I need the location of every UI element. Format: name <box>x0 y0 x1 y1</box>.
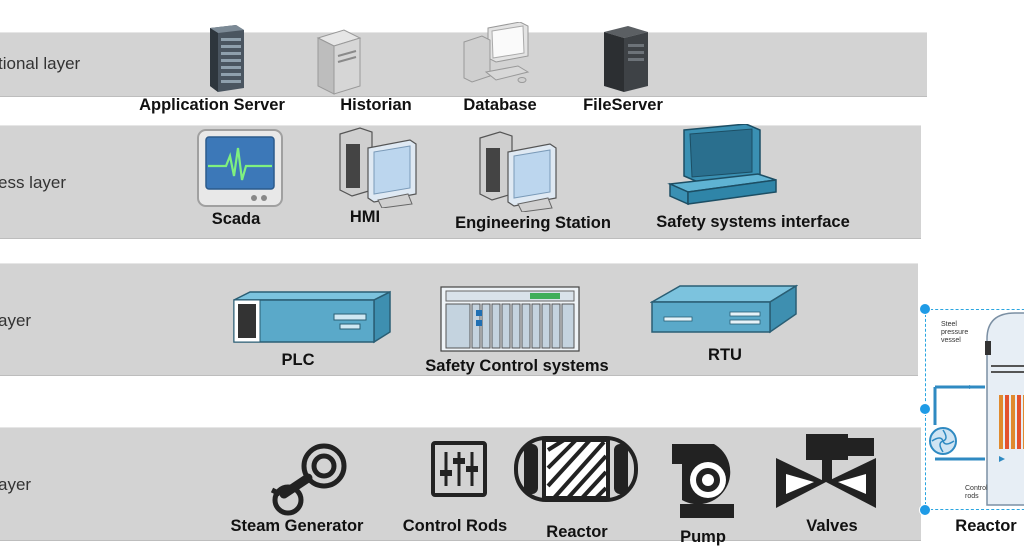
engineering-station-node[interactable] <box>478 128 560 212</box>
plc-chassis-icon <box>233 290 391 344</box>
valves-node[interactable] <box>772 432 880 514</box>
terminal-computer-icon <box>667 124 777 206</box>
reactor-image-label: Reactor <box>955 517 1017 535</box>
scada-node[interactable] <box>196 128 284 210</box>
workstation-icon <box>479 131 557 212</box>
workstation-icon <box>339 127 417 208</box>
safety-control-systems-node[interactable] <box>440 286 580 352</box>
database-node[interactable] <box>462 22 530 88</box>
scada-label: Scada <box>211 210 261 228</box>
operational-layer-label: tional layer <box>0 54 81 73</box>
reactor-vessel-icon <box>514 436 638 502</box>
steam-logo-icon <box>270 443 347 516</box>
plc-label: PLC <box>281 351 315 369</box>
hmi-label: HMI <box>349 208 381 226</box>
selection-outline <box>925 309 1024 510</box>
selection-handle-middle[interactable] <box>919 403 931 415</box>
business-layer-label: ess layer <box>0 173 67 192</box>
hmi-node[interactable] <box>338 124 420 208</box>
rtu-label: RTU <box>708 346 742 364</box>
safety-systems-interface-node[interactable] <box>666 124 778 210</box>
application-server-node[interactable] <box>200 24 252 94</box>
server-tower-icon <box>316 29 362 95</box>
control-rods-label: Control Rods <box>402 517 508 535</box>
control-rods-node[interactable] <box>430 440 488 498</box>
valves-label: Valves <box>806 517 858 535</box>
plc-node[interactable] <box>230 290 392 344</box>
control-rods-annotation: Control rods <box>965 485 988 500</box>
control-layer-label: ayer <box>0 311 32 330</box>
selection-handle-top[interactable] <box>919 303 931 315</box>
server-tower-icon <box>604 26 648 92</box>
rtu-box-icon <box>650 284 798 334</box>
reactor-label: Reactor <box>546 523 608 541</box>
steam-generator-node[interactable] <box>268 440 352 518</box>
safety-systems-interface-label: Safety systems interface <box>656 213 850 231</box>
safety-control-systems-label: Safety Control systems <box>425 357 609 375</box>
monitor-waveform-icon <box>197 129 283 207</box>
pump-icon <box>672 444 734 518</box>
rtu-node[interactable] <box>650 284 798 336</box>
server-rack-icon <box>210 25 244 92</box>
desktop-computer-icon <box>463 22 530 83</box>
engineering-station-label: Engineering Station <box>455 214 611 232</box>
historian-label: Historian <box>340 96 412 114</box>
application-server-label: Application Server <box>139 96 285 114</box>
valve-actuator-icon <box>776 434 876 508</box>
vessel-annotation: Steel pressure vessel <box>941 321 969 344</box>
database-label: Database <box>463 96 537 114</box>
fileserver-node[interactable] <box>598 24 652 94</box>
field-layer-label: ayer <box>0 475 32 494</box>
reactor-node[interactable] <box>514 436 638 502</box>
selection-handle-bottom[interactable] <box>919 504 931 516</box>
pump-node[interactable] <box>668 440 740 520</box>
fileserver-label: FileServer <box>583 96 663 114</box>
historian-node[interactable] <box>314 26 364 96</box>
control-rack-icon <box>440 286 580 352</box>
pump-label: Pump <box>680 528 726 546</box>
steam-generator-label: Steam Generator <box>230 517 364 535</box>
sliders-control-icon <box>431 441 487 497</box>
